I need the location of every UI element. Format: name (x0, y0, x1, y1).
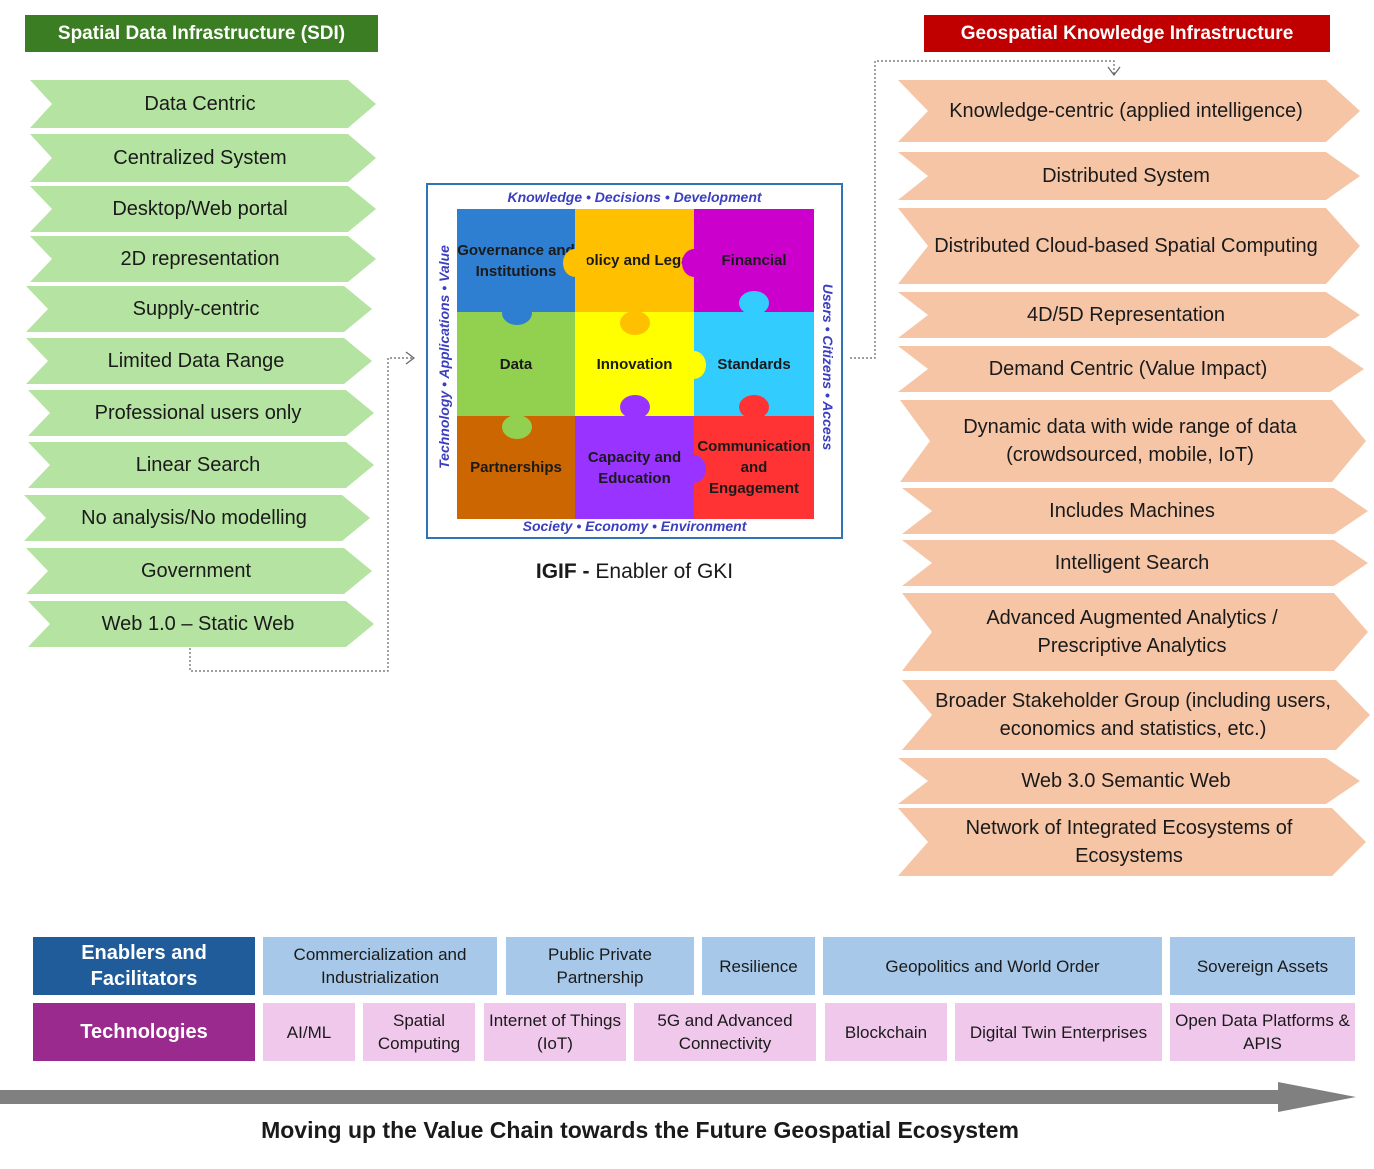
enablers-label: Enablers and Facilitators (33, 937, 255, 995)
sdi-item: Data Centric (30, 80, 376, 128)
technology-cell: Open Data Platforms & APIS (1170, 1003, 1355, 1061)
gki-item: Broader Stakeholder Group (including use… (902, 680, 1370, 750)
gki-item: 4D/5D Representation (898, 292, 1360, 338)
sdi-item: Web 1.0 – Static Web (28, 601, 374, 647)
puzzle-knob (682, 351, 706, 379)
gki-item: Dynamic data with wide range of data (cr… (900, 400, 1366, 482)
puzzle-knob (739, 395, 769, 419)
sdi-item: Professional users only (28, 390, 374, 436)
puzzle-knob (620, 311, 650, 335)
technology-cell: Internet of Things (IoT) (484, 1003, 626, 1061)
igif-right-text: Users • Citizens • Access (820, 283, 836, 451)
sdi-header: Spatial Data Infrastructure (SDI) (25, 15, 378, 52)
puzzle-knob (502, 415, 532, 439)
sdi-item: Government (26, 548, 372, 594)
igif-caption: IGIF - Enabler of GKI (535, 560, 734, 583)
gki-header: Geospatial Knowledge Infrastructure (924, 15, 1330, 52)
gki-item: Advanced Augmented Analytics / Prescript… (902, 593, 1368, 671)
puzzle-knob (502, 301, 532, 325)
sdi-item: Linear Search (28, 442, 374, 488)
enabler-cell: Public Private Partnership (506, 937, 694, 995)
footer-title: Moving up the Value Chain towards the Fu… (261, 1117, 1019, 1143)
gki-item: Demand Centric (Value Impact) (898, 346, 1364, 392)
gki-item: Knowledge-centric (applied intelligence) (898, 80, 1360, 142)
puzzle-piece-policy: Policy and Legal (575, 209, 694, 312)
enabler-cell: Commercialization and Industrialization (263, 937, 497, 995)
enabler-cell: Sovereign Assets (1170, 937, 1355, 995)
gki-item: Web 3.0 Semantic Web (898, 758, 1360, 804)
sdi-item: No analysis/No modelling (24, 495, 370, 541)
value-chain-arrow (0, 1082, 1356, 1112)
enabler-cell: Geopolitics and World Order (823, 937, 1162, 995)
sdi-item: Supply-centric (26, 286, 372, 332)
technology-cell: Digital Twin Enterprises (955, 1003, 1162, 1061)
sdi-item: 2D representation (30, 236, 376, 282)
puzzle-knob (620, 395, 650, 419)
puzzle-knob (682, 455, 706, 483)
gki-item: Network of Integrated Ecosystems of Ecos… (898, 808, 1366, 876)
puzzle-knob (739, 291, 769, 315)
gki-item: Intelligent Search (902, 540, 1368, 586)
sdi-item: Desktop/Web portal (30, 186, 376, 232)
igif-top-text: Knowledge • Decisions • Development (507, 189, 762, 205)
igif-framework: Knowledge • Decisions • Development Soci… (426, 183, 843, 539)
gki-item: Includes Machines (902, 488, 1368, 534)
puzzle-piece-communication: Communication and Engagement (694, 416, 814, 519)
enabler-cell: Resilience (702, 937, 815, 995)
technology-cell: Blockchain (825, 1003, 947, 1061)
technologies-label: Technologies (33, 1003, 255, 1061)
sdi-item: Centralized System (30, 134, 376, 182)
puzzle-piece-capacity: Capacity and Education (575, 416, 694, 519)
puzzle-piece-data: Data (457, 312, 575, 416)
puzzle-piece-governance: Governance and Institutions (457, 209, 575, 312)
technology-cell: 5G and Advanced Connectivity (634, 1003, 816, 1061)
puzzle-piece-partnerships: Partnerships (457, 416, 575, 519)
technology-cell: AI/ML (263, 1003, 355, 1061)
puzzle-knob (682, 249, 706, 277)
technology-cell: Spatial Computing (363, 1003, 475, 1061)
igif-left-text: Technology • Applications • Value (436, 245, 452, 469)
puzzle-knob (563, 249, 587, 277)
gki-item: Distributed Cloud-based Spatial Computin… (898, 208, 1360, 284)
sdi-item: Limited Data Range (26, 338, 372, 384)
igif-bottom-text: Society • Economy • Environment (522, 518, 747, 534)
gki-item: Distributed System (898, 152, 1360, 200)
